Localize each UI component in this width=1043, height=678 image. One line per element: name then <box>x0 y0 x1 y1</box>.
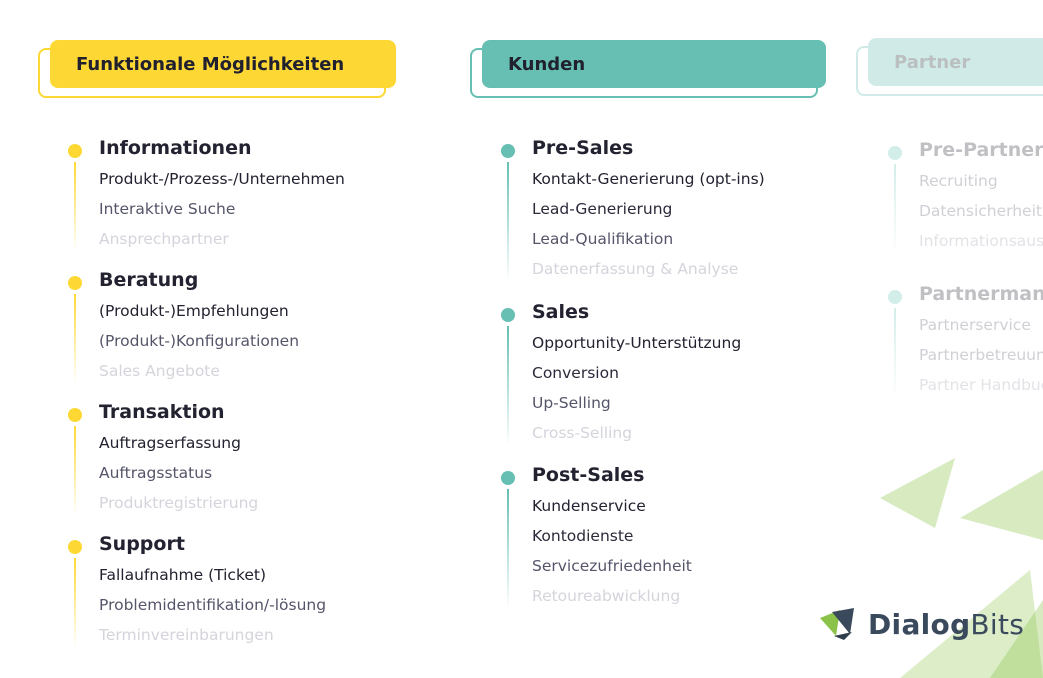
column-header-kunden: Kunden <box>470 40 830 98</box>
header-fill: Partner <box>868 38 1043 86</box>
group-title: Sales <box>532 301 590 323</box>
list-item: Partnerservice <box>919 316 1031 334</box>
group-beratung: Beratung (Produkt-)Empfehlungen (Produkt… <box>68 269 398 384</box>
list-item: Retoureabwicklung <box>532 587 681 605</box>
list-item: Kundenservice <box>532 497 646 515</box>
list-item: Auftragserfassung <box>99 434 241 452</box>
list-item: Interaktive Suche <box>99 200 236 218</box>
bullet-dot <box>68 540 82 554</box>
list-item: Kontakt-Generierung (opt-ins) <box>532 170 765 188</box>
bullet-dot <box>888 290 902 304</box>
group-title: Partnermanagement <box>919 283 1043 305</box>
list-item: (Produkt-)Empfehlungen <box>99 302 289 320</box>
list-item: (Produkt-)Konfigurationen <box>99 332 300 350</box>
brand-name-bold: Dialog <box>868 607 971 641</box>
group-line <box>507 326 509 446</box>
column-header-partner: Partner <box>856 38 1043 96</box>
list-item: Fallaufnahme (Ticket) <box>99 566 267 584</box>
group-pre-partner: Pre-Partner Recruiting Datensicherheit I… <box>888 139 1043 254</box>
group-partnermanagement: Partnermanagement Partnerservice Partner… <box>888 283 1043 398</box>
list-item: Ansprechpartner <box>99 230 229 248</box>
list-item: Datenerfassung & Analyse <box>532 260 739 278</box>
decorative-triangle <box>960 470 1043 540</box>
bullet-dot <box>888 146 902 160</box>
list-item: Up-Selling <box>532 394 611 412</box>
group-line <box>74 558 76 648</box>
list-item: Auftragsstatus <box>99 464 213 482</box>
group-title: Transaktion <box>99 401 225 423</box>
group-informationen: Informationen Produkt-/Prozess-/Unterneh… <box>68 137 398 252</box>
group-sales: Sales Opportunity-Unterstützung Conversi… <box>501 301 831 446</box>
column-title: Funktionale Möglichkeiten <box>76 53 345 75</box>
group-transaktion: Transaktion Auftragserfassung Auftragsst… <box>68 401 398 516</box>
bullet-dot <box>68 408 82 422</box>
list-item: Problemidentifikation/-lösung <box>99 596 327 614</box>
group-title: Pre-Partner <box>919 139 1043 161</box>
partner-column-clip: Pre-Partner Recruiting Datensicherheit I… <box>880 130 1043 420</box>
list-item: Produktregistrierung <box>99 494 259 512</box>
list-item: Kontodienste <box>532 527 634 545</box>
group-line <box>74 294 76 384</box>
list-item: Terminvereinbarungen <box>99 626 274 644</box>
bullet-dot <box>501 308 515 322</box>
list-item: Produkt-/Prozess-/Unternehmen <box>99 170 345 188</box>
group-line <box>507 162 509 282</box>
decorative-triangles <box>880 458 1043 678</box>
brand-name-light: Bits <box>970 607 1025 641</box>
group-title: Post-Sales <box>532 464 645 486</box>
list-item: Recruiting <box>919 172 998 190</box>
group-post-sales: Post-Sales Kundenservice Kontodienste Se… <box>501 464 831 609</box>
bullet-dot <box>501 144 515 158</box>
header-fill: Funktionale Möglichkeiten <box>50 40 396 88</box>
group-title: Informationen <box>99 137 252 159</box>
list-item: Lead-Qualifikation <box>532 230 674 248</box>
list-item: Cross-Selling <box>532 424 633 442</box>
list-item: Datensicherheit <box>919 202 1042 220</box>
group-line <box>74 162 76 252</box>
list-item: Servicezufriedenheit <box>532 557 692 575</box>
group-title: Beratung <box>99 269 199 291</box>
list-item: Conversion <box>532 364 619 382</box>
header-fill: Kunden <box>482 40 826 88</box>
group-title: Support <box>99 533 185 555</box>
column-header-funktionale: Funktionale Möglichkeiten <box>38 40 398 98</box>
list-item: Lead-Generierung <box>532 200 673 218</box>
list-item: Informationsaustausch <box>919 232 1043 250</box>
list-item: Sales Angebote <box>99 362 220 380</box>
group-line <box>74 426 76 516</box>
column-title: Kunden <box>508 53 586 75</box>
decorative-triangle <box>900 570 1043 678</box>
group-support: Support Fallaufnahme (Ticket) Problemide… <box>68 533 398 648</box>
group-line <box>894 164 896 254</box>
column-title: Partner <box>894 51 971 73</box>
group-line <box>894 308 896 398</box>
list-item: Partner Handbuch <box>919 376 1043 394</box>
bullet-dot <box>68 276 82 290</box>
header-outline <box>856 46 1043 96</box>
brand-logo: DialogBits <box>818 604 1024 644</box>
group-line <box>507 489 509 609</box>
bullet-dot <box>68 144 82 158</box>
dialogbits-logo-icon <box>820 608 854 640</box>
bullet-dot <box>501 471 515 485</box>
list-item: Partnerbetreuung <box>919 346 1043 364</box>
group-title: Pre-Sales <box>532 137 634 159</box>
group-pre-sales: Pre-Sales Kontakt-Generierung (opt-ins) … <box>501 137 831 282</box>
decorative-triangle <box>880 458 955 528</box>
list-item: Opportunity-Unterstützung <box>532 334 742 352</box>
decorative-triangle <box>990 600 1043 678</box>
